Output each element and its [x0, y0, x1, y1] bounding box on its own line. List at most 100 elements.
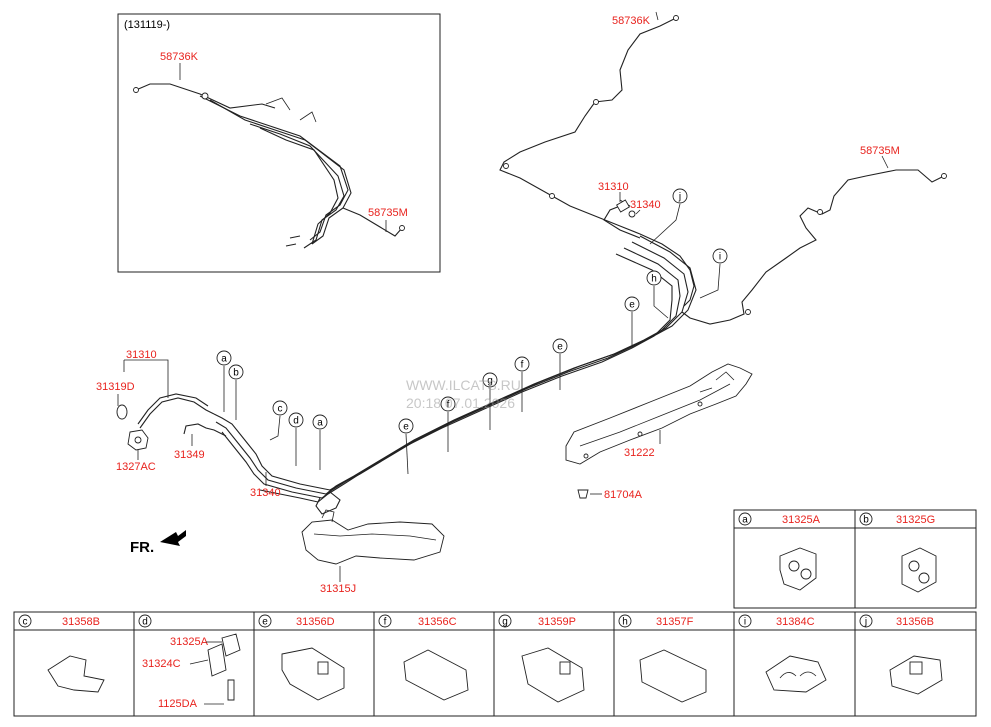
svg-text:f: f	[384, 617, 387, 628]
label-31324C: 31324C	[142, 658, 181, 670]
svg-text:f: f	[521, 360, 524, 371]
callout-h[interactable]: h	[646, 270, 662, 286]
label-31315J[interactable]: 31315J	[320, 583, 356, 595]
svg-text:WWW.ILCATS.RU: WWW.ILCATS.RU	[406, 377, 521, 393]
svg-text:g: g	[487, 376, 493, 387]
heat-shield-31315J[interactable]	[301, 509, 445, 565]
svg-text:a: a	[221, 354, 227, 365]
svg-text:i: i	[744, 617, 746, 628]
inset-label-58736K[interactable]: 58736K	[160, 51, 199, 63]
callout-i[interactable]: i	[712, 248, 728, 264]
svg-text:d: d	[293, 416, 299, 427]
bracket-31324C-icon	[207, 643, 227, 677]
svg-text:h: h	[622, 617, 628, 628]
legend-cell-f[interactable]: f 31356C	[378, 614, 469, 701]
callout-e[interactable]: e	[552, 338, 568, 354]
svg-text:e: e	[557, 342, 563, 353]
callout-c[interactable]: c	[272, 400, 288, 416]
svg-text:g: g	[502, 617, 508, 628]
label-31340-top[interactable]: 31340	[630, 199, 661, 211]
callout-d[interactable]: d	[288, 412, 304, 428]
bolt-81704A-icon[interactable]	[577, 489, 602, 499]
callout-g[interactable]: g	[482, 372, 498, 388]
main-tube-bundle	[116, 15, 947, 515]
inset-panel: (131119-) 58736K 58735M	[117, 13, 441, 273]
svg-text:f: f	[447, 400, 450, 411]
svg-text:31325A: 31325A	[782, 514, 821, 526]
svg-text:i: i	[719, 252, 721, 263]
callout-b[interactable]: b	[228, 364, 244, 380]
label-81704A[interactable]: 81704A	[604, 489, 643, 501]
clamp-31325A-icon	[221, 633, 241, 657]
svg-text:e: e	[262, 617, 268, 628]
clamp-31356D-icon	[281, 647, 345, 701]
label-31310-left[interactable]: 31310	[126, 349, 157, 361]
label-58736K[interactable]: 58736K	[612, 15, 651, 27]
label-31222[interactable]: 31222	[624, 447, 655, 459]
clamp-31325G-icon	[901, 547, 937, 593]
svg-text:31359P: 31359P	[538, 616, 576, 628]
callout-a[interactable]: a	[216, 350, 232, 366]
clamp-31356B-icon	[889, 655, 943, 695]
callout-e[interactable]: e	[398, 418, 414, 434]
bolt-1125DA-icon	[227, 679, 235, 701]
label-1327AC[interactable]: 1327AC	[116, 461, 156, 473]
svg-text:a: a	[742, 515, 748, 526]
svg-text:j: j	[864, 617, 867, 628]
heat-shield-31222[interactable]	[565, 363, 753, 465]
legend-cell-j[interactable]: j 31356B	[859, 614, 943, 695]
label-1125DA: 1125DA	[158, 698, 198, 710]
svg-text:j: j	[678, 192, 681, 203]
watermark: WWW.ILCATS.RU 20:18 07.01.2026	[406, 377, 521, 411]
legend-cell-a[interactable]: a 31325A	[738, 512, 821, 591]
svg-text:31384C: 31384C	[776, 616, 815, 628]
svg-text:h: h	[651, 274, 657, 285]
legend-cell-d[interactable]: d 31325A 31324C 1125DA	[138, 614, 241, 710]
svg-text:e: e	[629, 300, 635, 311]
label-31349[interactable]: 31349	[174, 449, 205, 461]
legend-cell-h[interactable]: h 31357F	[618, 614, 707, 703]
legend-cell-i[interactable]: i 31384C	[738, 614, 827, 693]
callouts: a b c d a e f g f e e h i j	[216, 188, 728, 434]
inset-label-58735M[interactable]: 58735M	[368, 207, 408, 219]
callout-f[interactable]: f	[440, 396, 456, 412]
label-31325A-d: 31325A	[170, 636, 209, 648]
svg-text:31356C: 31356C	[418, 616, 457, 628]
legend-cell-b[interactable]: b 31325G	[859, 512, 937, 593]
svg-text:31356D: 31356D	[296, 616, 335, 628]
legend-bottom: c 31358B d 31325A 31324C 1125DA e 31356D…	[13, 611, 977, 717]
svg-text:b: b	[233, 368, 239, 379]
callout-f[interactable]: f	[514, 356, 530, 372]
svg-text:b: b	[863, 515, 869, 526]
callout-j[interactable]: j	[672, 188, 688, 204]
svg-text:20:18 07.01.2026: 20:18 07.01.2026	[406, 395, 515, 411]
legend-cell-g[interactable]: g 31359P	[498, 614, 585, 703]
legend-cell-e[interactable]: e 31356D	[258, 614, 345, 701]
legend-top: a 31325A b 31325G	[733, 509, 977, 609]
part-labels: 58736K 58735M 31310 31340 31310 31319D 1…	[96, 15, 900, 595]
svg-text:31325G: 31325G	[896, 514, 935, 526]
front-label: FR.	[130, 539, 154, 556]
clamp-31359P-icon	[521, 647, 585, 703]
legend-cell-c[interactable]: c 31358B	[18, 614, 105, 693]
svg-text:c: c	[23, 617, 28, 628]
clamp-31384C-icon	[765, 655, 827, 693]
label-31319D[interactable]: 31319D	[96, 381, 135, 393]
leader-lines	[117, 11, 889, 582]
svg-text:d: d	[142, 617, 148, 628]
svg-text:c: c	[278, 404, 283, 415]
clamp-31356C-icon	[403, 649, 469, 701]
svg-text:31358B: 31358B	[62, 616, 100, 628]
label-58735M[interactable]: 58735M	[860, 145, 900, 157]
callout-a[interactable]: a	[312, 414, 328, 430]
svg-text:a: a	[317, 418, 323, 429]
clamp-31357F-icon	[639, 649, 707, 703]
callout-e[interactable]: e	[624, 296, 640, 312]
label-31340-left[interactable]: 31340	[250, 487, 281, 499]
front-direction-indicator: FR.	[130, 530, 186, 556]
arrow-icon	[160, 530, 186, 546]
clip-ring-icon[interactable]	[116, 404, 128, 420]
label-31310-top[interactable]: 31310	[598, 181, 629, 193]
svg-text:31357F: 31357F	[656, 616, 694, 628]
